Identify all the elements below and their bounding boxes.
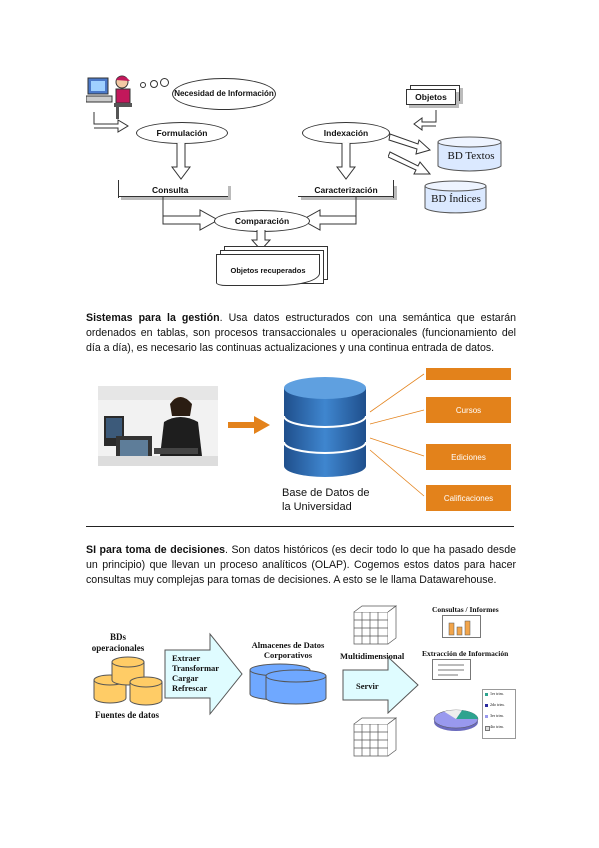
- db-label: Base de Datos de la Universidad: [282, 486, 392, 514]
- arrow-right-icon: [228, 416, 270, 434]
- bracket-line: [393, 180, 394, 198]
- bd-indexes-cylinder: [424, 180, 487, 214]
- legend-swatch: [485, 726, 490, 731]
- paragraph-management: Sistemas para la gestión. Usa datos estr…: [86, 311, 516, 356]
- legend-swatch: [485, 715, 488, 718]
- etl-arrow: [164, 632, 243, 716]
- arrow-icon: [413, 110, 437, 131]
- database-icon: [283, 377, 367, 477]
- bd-indexes-label: BD Índices: [431, 193, 481, 205]
- orange-cylinders: [93, 656, 163, 706]
- paragraph-decisions: SI para toma de decisiones. Son datos hi…: [86, 543, 516, 588]
- arrow-icon: [388, 133, 432, 175]
- indexing-node: Indexación: [302, 122, 390, 144]
- legend-swatch: [485, 693, 488, 696]
- warehouse-label: Almacenes de Datos Corporativos: [240, 640, 336, 660]
- document-icon: [432, 659, 471, 680]
- operational-dbs-line1: BDs: [109, 632, 126, 642]
- warehouse-label-line1: Almacenes de Datos: [251, 640, 325, 650]
- thought-dot: [160, 78, 169, 87]
- legend-item: 2do trim.: [490, 702, 505, 707]
- thought-dot: [140, 82, 146, 88]
- connector-lines: [369, 373, 425, 497]
- etl-step: Transformar: [172, 663, 220, 673]
- etl-steps: Extraer Transformar Cargar Refrescar: [172, 653, 219, 693]
- legend-item: 1er trim.: [490, 691, 504, 696]
- arrow-icon: [162, 196, 220, 231]
- warehouse-label-line2: Corporativos: [263, 650, 313, 660]
- user-computer-icon: [86, 75, 132, 119]
- legend-item: 4to trim.: [490, 724, 504, 729]
- etl-step: Extraer: [172, 653, 201, 663]
- db-label-line2: la Universidad: [282, 501, 352, 513]
- blue-cylinders: [249, 663, 327, 705]
- divider: [86, 526, 514, 527]
- retrieved-objects-box: Objetos recuperados: [216, 254, 320, 286]
- bd-texts-label: BD Textos: [447, 150, 495, 162]
- need-cloud: Necesidad de Información: [172, 78, 276, 110]
- bar-report-icon: [442, 615, 481, 638]
- arrow-icon: [336, 143, 356, 180]
- arrow-icon: [300, 196, 357, 231]
- operational-dbs-label: BDs operacionales: [86, 632, 150, 654]
- office-photo: [98, 386, 218, 466]
- operational-dbs-line2: operacionales: [91, 643, 145, 653]
- legend-swatch: [485, 704, 488, 707]
- pie-legend: 1er trim. 2do trim. 3er trim. 4to trim.: [482, 689, 516, 739]
- db-label-line1: Base de Datos de: [282, 487, 370, 499]
- legend-item: 3er trim.: [490, 713, 504, 718]
- query-node: Consulta: [118, 183, 228, 197]
- serve-label: Servir: [356, 681, 379, 691]
- thought-dot: [150, 80, 158, 88]
- paragraph-text: . Usa datos estructurados con una semánt…: [86, 312, 517, 354]
- arrow-icon: [171, 143, 191, 180]
- paragraph-heading: SI para toma de decisiones: [86, 544, 225, 556]
- formulation-node: Formulación: [136, 122, 228, 144]
- bd-texts-cylinder: [437, 136, 502, 172]
- cube-icon: [353, 605, 398, 645]
- table-item-editions: Ediciones: [426, 444, 511, 470]
- pie-chart-icon: [433, 709, 479, 731]
- characterization-node: Caracterización: [298, 183, 394, 197]
- bracket-line: [118, 180, 119, 198]
- etl-step: Refrescar: [172, 683, 208, 693]
- reports-label: Consultas / Informes: [432, 605, 499, 614]
- arrow-icon: [93, 112, 129, 133]
- multidimensional-label: Multidimensional: [340, 651, 405, 661]
- table-item-top: [426, 368, 511, 380]
- etl-step: Cargar: [172, 673, 199, 683]
- comparison-node: Comparación: [214, 210, 310, 232]
- cube-icon: [353, 717, 398, 757]
- objects-box: Objetos: [406, 89, 456, 105]
- serve-arrow: [342, 656, 419, 714]
- extraction-label: Extracción de Información: [422, 649, 509, 658]
- data-sources-label: Fuentes de datos: [95, 710, 160, 720]
- table-item-grades: Calificaciones: [426, 485, 511, 511]
- paragraph-text: . Son datos históricos (es decir todo lo…: [86, 544, 516, 586]
- table-item-courses: Cursos: [426, 397, 511, 423]
- paragraph-heading: Sistemas para la gestión: [86, 312, 220, 324]
